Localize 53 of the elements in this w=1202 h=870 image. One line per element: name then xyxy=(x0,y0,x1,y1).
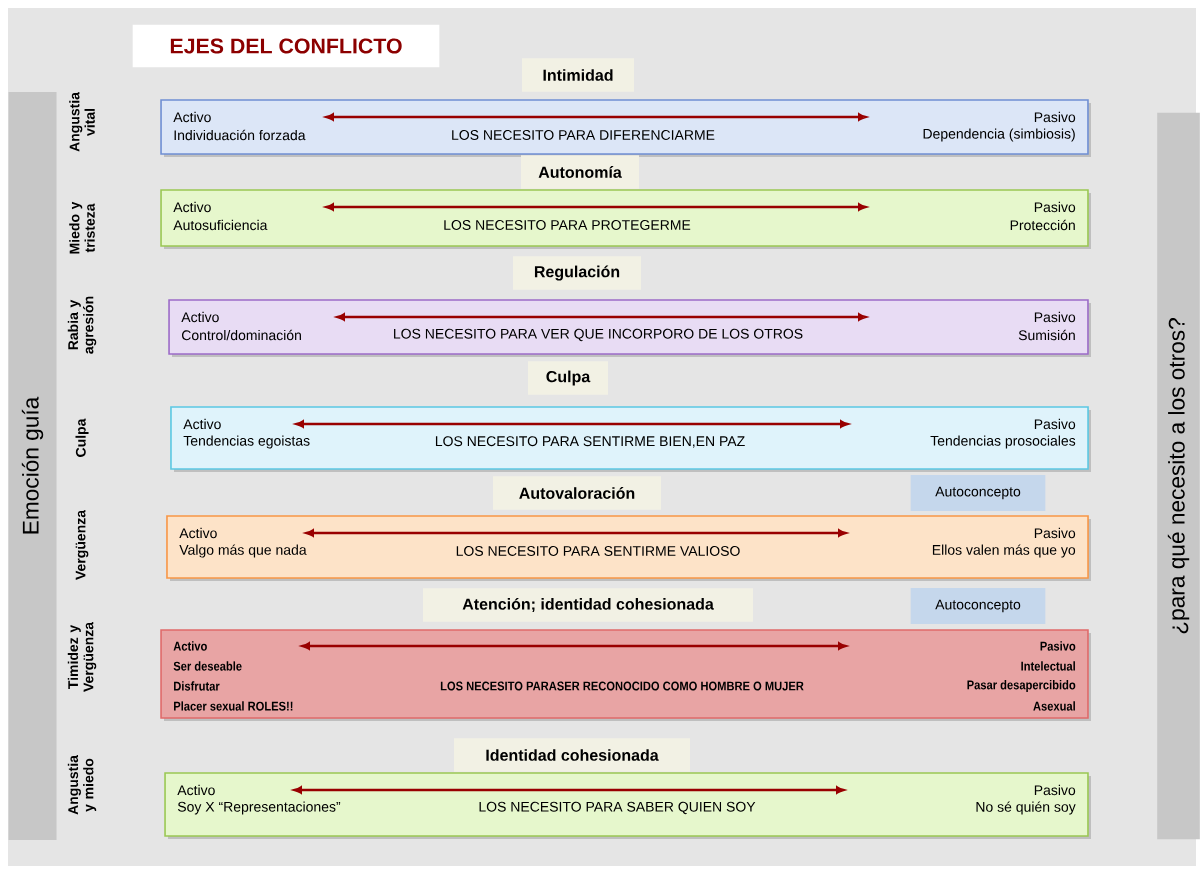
center-text: LOS NECESITO PARA SENTIRME BIEN,EN PAZ xyxy=(435,436,745,448)
pole-text: Soy X “Representaciones” xyxy=(177,801,341,815)
pole-text: Pasar desapercibido xyxy=(967,680,1076,692)
pole-text: Tendencias prosociales xyxy=(930,435,1076,449)
center-text: LOS NECESITO PARA SABER QUIEN SOY xyxy=(479,801,756,815)
pole-text: Individuación forzada xyxy=(174,129,306,141)
pole-text: Valgo más que nada xyxy=(179,544,307,558)
heading-box: Atención; identidad cohesionada xyxy=(423,588,753,622)
pole-text: Asexual xyxy=(1033,701,1075,711)
center-text: LOS NECESITO PARASER RECONOCIDO COMO HOMBRE O MUJER xyxy=(440,681,804,691)
pole-text: Dependencia (simbiosis) xyxy=(923,128,1075,142)
pole-text: Ellos valen más que yo xyxy=(932,544,1076,558)
tag-box: Autoconcepto xyxy=(910,588,1046,624)
heading-box: Intimidad xyxy=(522,58,634,92)
title-box: EJES DEL CONFLICTO xyxy=(132,24,440,68)
pole-text: Pasivo xyxy=(1034,111,1076,123)
pole-text: Pasivo xyxy=(1034,418,1076,430)
heading-box: Autonomía xyxy=(521,155,639,189)
heading-box: Regulación xyxy=(513,256,641,290)
emotion-label: Culpa xyxy=(75,418,89,457)
center-text: LOS NECESITO PARA VER QUE INCORPORO DE LOS OTROS xyxy=(394,328,803,342)
center-text: LOS NECESITO PARA DIFERENCIARME xyxy=(452,130,715,140)
tag-box: Autoconcepto xyxy=(910,475,1046,511)
pole-text: Control/dominación xyxy=(182,329,301,341)
side-band: ¿para qué necesito a los otros? xyxy=(1157,112,1200,840)
pole-text: Placer sexual ROLES!! xyxy=(174,701,293,711)
pole-text: Activo xyxy=(179,527,217,539)
pole-text: No sé quién soy xyxy=(976,801,1076,815)
side-band: Emoción guía xyxy=(8,92,57,840)
emotion-label: Vergüenza xyxy=(75,509,89,580)
pole-text: Activo xyxy=(173,201,211,213)
pole-text: Pasivo xyxy=(1034,527,1076,539)
pole-text: Disfrutar xyxy=(174,681,220,691)
pole-text: Pasivo xyxy=(1034,201,1076,213)
pole-text: Activo xyxy=(177,784,215,796)
pole-text: Activo xyxy=(181,311,219,323)
pole-text: Sumisión xyxy=(1018,329,1075,341)
pole-text: Autosuficiencia xyxy=(173,219,268,231)
center-text: LOS NECESITO PARA PROTEGERME xyxy=(444,220,691,230)
pole-text: Pasivo xyxy=(1040,641,1076,651)
heading-box: Identidad cohesionada xyxy=(454,738,690,772)
pole-text: Pasivo xyxy=(1034,784,1076,796)
pole-text: Activo xyxy=(183,418,221,430)
pole-text: Ser deseable xyxy=(173,661,242,671)
center-text: LOS NECESITO PARA SENTIRME VALIOSO xyxy=(456,546,740,556)
pole-text: Protección xyxy=(1010,219,1075,231)
heading-box: Autovaloración xyxy=(493,476,661,510)
pole-text: Intelectual xyxy=(1021,661,1075,671)
pole-text: Activo xyxy=(173,111,211,123)
heading-box: Culpa xyxy=(528,361,608,395)
pole-text: Pasivo xyxy=(1034,311,1076,323)
pole-text: Tendencias egoistas xyxy=(183,435,310,449)
pole-text: Activo xyxy=(173,641,207,651)
